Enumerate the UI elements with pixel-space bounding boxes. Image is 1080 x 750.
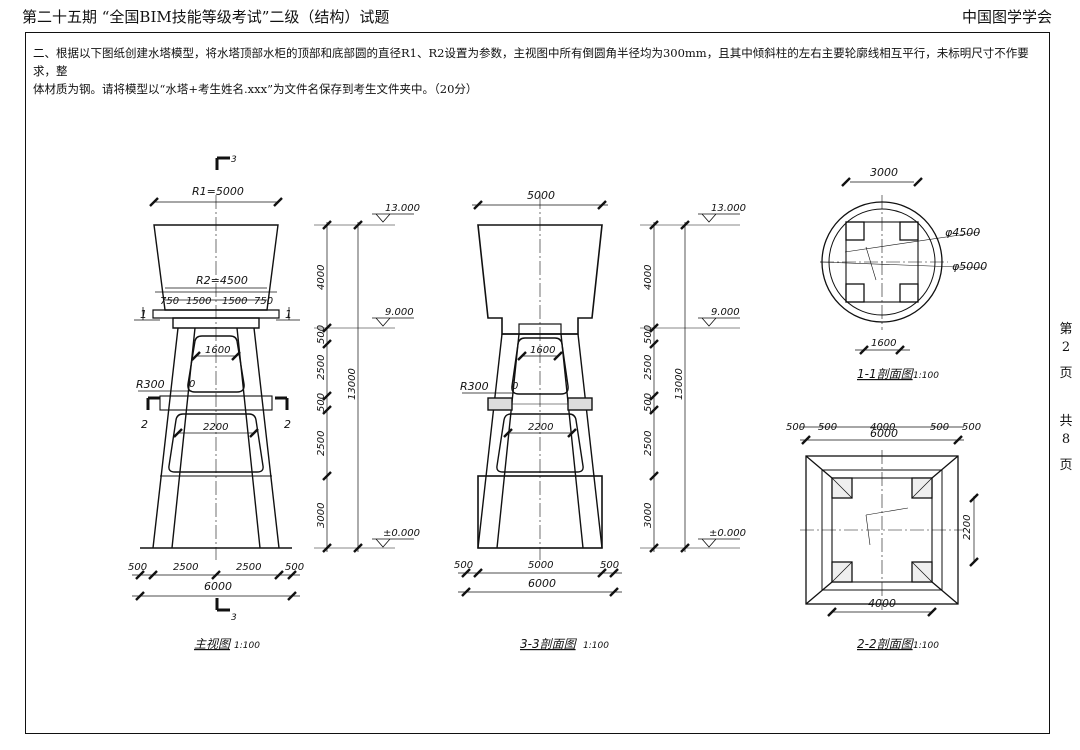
section3-total-width: 6000: [528, 577, 556, 590]
section3-h1: 4000: [643, 265, 654, 290]
section-1-view: [819, 176, 986, 356]
front-h3: 2500: [316, 355, 327, 380]
front-opening-bottom: 2200: [203, 422, 228, 433]
section3-total-height: 13000: [674, 368, 685, 400]
front-h6: 3000: [316, 503, 327, 528]
section3-opening-bottom: 2200: [528, 422, 553, 433]
section3-h5: 2500: [643, 431, 654, 456]
front-split-1: 750: [160, 296, 179, 307]
side-note-total: 8: [1061, 432, 1071, 447]
front-view-title: 主视图: [194, 637, 232, 651]
section2-top-dim: 6000: [870, 427, 898, 440]
front-bottom-1: 500: [128, 562, 147, 573]
section-3-view: [458, 195, 740, 598]
front-cut-2-right: 2: [284, 418, 291, 431]
front-fillet: R300: [136, 378, 165, 391]
section3-level-top: 13.000: [711, 203, 746, 214]
side-note-gong: 共: [1059, 414, 1073, 429]
section3-h2: 500: [643, 325, 654, 344]
section2-sub-1: 500: [786, 422, 805, 433]
section3-h4: 500: [643, 393, 654, 412]
header-title: 第二十五期 “全国BIM技能等级考试”二级（结构）试题: [22, 8, 390, 26]
front-total-width: 6000: [204, 580, 232, 593]
section3-top-width: 5000: [527, 189, 555, 202]
section1-title: 1-1剖面图: [857, 367, 915, 381]
section-2-view: [800, 426, 980, 618]
front-view-scale: 1:100: [234, 641, 260, 651]
front-h2: 500: [316, 325, 327, 344]
instruction-line-2: 体材质为钢。请将模型以“水塔+考生姓名.xxx”为文件名保存到考生文件夹中。（2…: [33, 82, 478, 96]
section-3-labels: 5000 1600 2200 R300 0 500 5000 500 6000 …: [454, 189, 746, 651]
section2-scale: 1:100: [913, 641, 939, 651]
front-bottom-2: 2500: [173, 562, 198, 573]
front-r2: R2=4500: [196, 274, 248, 287]
section3-opening-top: 1600: [530, 345, 555, 356]
front-mid-band: [159, 395, 273, 411]
instruction-line-1: 二、根据以下图纸创建水塔模型，将水塔顶部水柜的顶部和底部圆的直径R1、R2设置为…: [33, 46, 1029, 78]
drawing-frame: [25, 32, 1050, 734]
front-cut-3-top: 3: [231, 155, 237, 165]
side-note-ye: 页: [1059, 366, 1073, 381]
section2-sub-5: 500: [962, 422, 981, 433]
front-fillet-mark: 0: [189, 379, 195, 390]
front-left-leg: [152, 327, 280, 549]
section2-bottom-dim: 4000: [868, 597, 896, 610]
front-h4: 500: [316, 393, 327, 412]
front-split-3: 1500: [222, 296, 247, 307]
front-cut-3-bottom: 3: [231, 613, 237, 623]
front-view-labels: R1=5000 R2=4500 750 1500 1500 750 1600 2…: [128, 155, 420, 651]
front-lower-opening: [168, 413, 264, 473]
front-bottom-3: 2500: [236, 562, 261, 573]
section3-level-ground: ±0.000: [709, 528, 746, 539]
section3-h3: 2500: [643, 355, 654, 380]
side-note-page-no: 2: [1061, 340, 1071, 355]
section3-fillet: R300: [460, 380, 489, 393]
front-cut-1-right: 1: [285, 308, 292, 321]
side-note-di: 第: [1059, 322, 1073, 337]
section3-bottom-1: 500: [454, 560, 473, 571]
front-neck: [172, 317, 260, 329]
section1-scale: 1:100: [913, 371, 939, 381]
front-cut-2-left: 2: [141, 418, 148, 431]
front-level-mid: 9.000: [385, 307, 414, 318]
front-bottom-4: 500: [285, 562, 304, 573]
section-1-labels: 3000 φ4500 φ5000 1600 1-1剖面图 1:100: [857, 166, 987, 381]
instructions: 二、根据以下图纸创建水塔模型，将水塔顶部水柜的顶部和底部圆的直径R1、R2设置为…: [33, 44, 1043, 98]
front-view: [132, 156, 414, 612]
section3-fillet-mark: 0: [512, 381, 518, 392]
front-r1: R1=5000: [192, 185, 244, 198]
front-opening-top: 1600: [205, 345, 230, 356]
section3-upper-opening: [511, 337, 569, 395]
section3-scale: 1:100: [583, 641, 609, 651]
front-level-ground: ±0.000: [383, 528, 420, 539]
front-level-top: 13.000: [385, 203, 420, 214]
front-total-height: 13000: [347, 368, 358, 400]
section3-title: 3-3剖面图: [520, 637, 578, 651]
section1-d-outer: φ5000: [952, 260, 987, 273]
section3-bottom-2: 5000: [528, 560, 553, 571]
section1-d-inner: φ4500: [945, 226, 980, 239]
front-split-4: 750: [254, 296, 273, 307]
section1-top-dim: 3000: [870, 166, 898, 179]
header-org: 中国图学学会: [961, 8, 1052, 26]
section3-bottom-3: 500: [600, 560, 619, 571]
front-h5: 2500: [316, 431, 327, 456]
section1-bottom-dim: 1600: [871, 338, 896, 349]
section3-h6: 3000: [643, 503, 654, 528]
section2-sub-4: 500: [930, 422, 949, 433]
section2-title: 2-2剖面图: [857, 637, 915, 651]
front-split-2: 1500: [186, 296, 211, 307]
front-h1: 4000: [316, 265, 327, 290]
section2-sub-2: 500: [818, 422, 837, 433]
side-note-ye2: 页: [1059, 458, 1073, 473]
section-2-labels: 6000 500 500 4000 500 500 2200 4000 2-2剖…: [786, 422, 981, 651]
section3-level-mid: 9.000: [711, 307, 740, 318]
section2-sub-3: 4000: [870, 422, 895, 433]
section3-lower-opening: [496, 413, 584, 473]
front-cut-1-left: 1: [140, 308, 147, 321]
section2-right-dim: 2200: [962, 515, 973, 540]
section3-base: [477, 475, 603, 549]
